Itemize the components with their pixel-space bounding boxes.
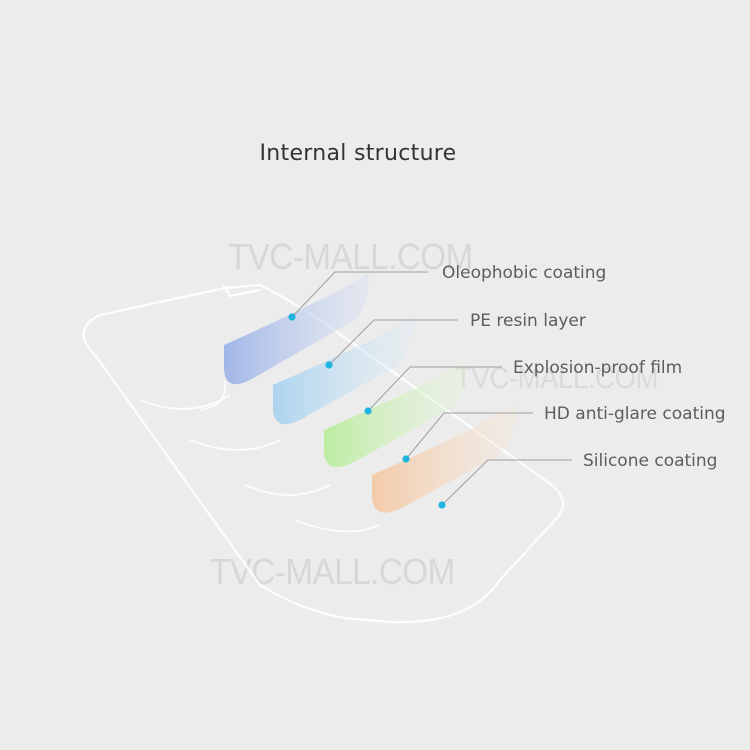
label-hd-anti-glare-coating: HD anti-glare coating [544,404,726,424]
watermark: TVC-MALL.COM [228,236,473,277]
leader-lines [291,271,572,506]
pe-resin-layer [273,316,413,425]
label-pe-resin-layer: PE resin layer [470,311,586,331]
label-explosion-proof-film: Explosion-proof film [513,358,683,378]
marker-dot-oleophobic [288,313,296,321]
diagram-title: Internal structure [259,141,457,166]
label-silicone-coating: Silicone coating [583,451,718,471]
marker-dot-pe-resin [325,361,333,369]
marker-dot-silicone [438,501,446,509]
marker-dots [288,313,446,509]
oleophobic-layer [224,272,369,385]
layer-edge [199,379,226,411]
label-oleophobic-coating: Oleophobic coating [442,263,607,283]
explosion-proof-layer [324,358,467,468]
marker-dot-anti-glare [402,455,410,463]
marker-dot-explosion-proof [364,407,372,415]
anti-glare-layer [372,404,516,513]
